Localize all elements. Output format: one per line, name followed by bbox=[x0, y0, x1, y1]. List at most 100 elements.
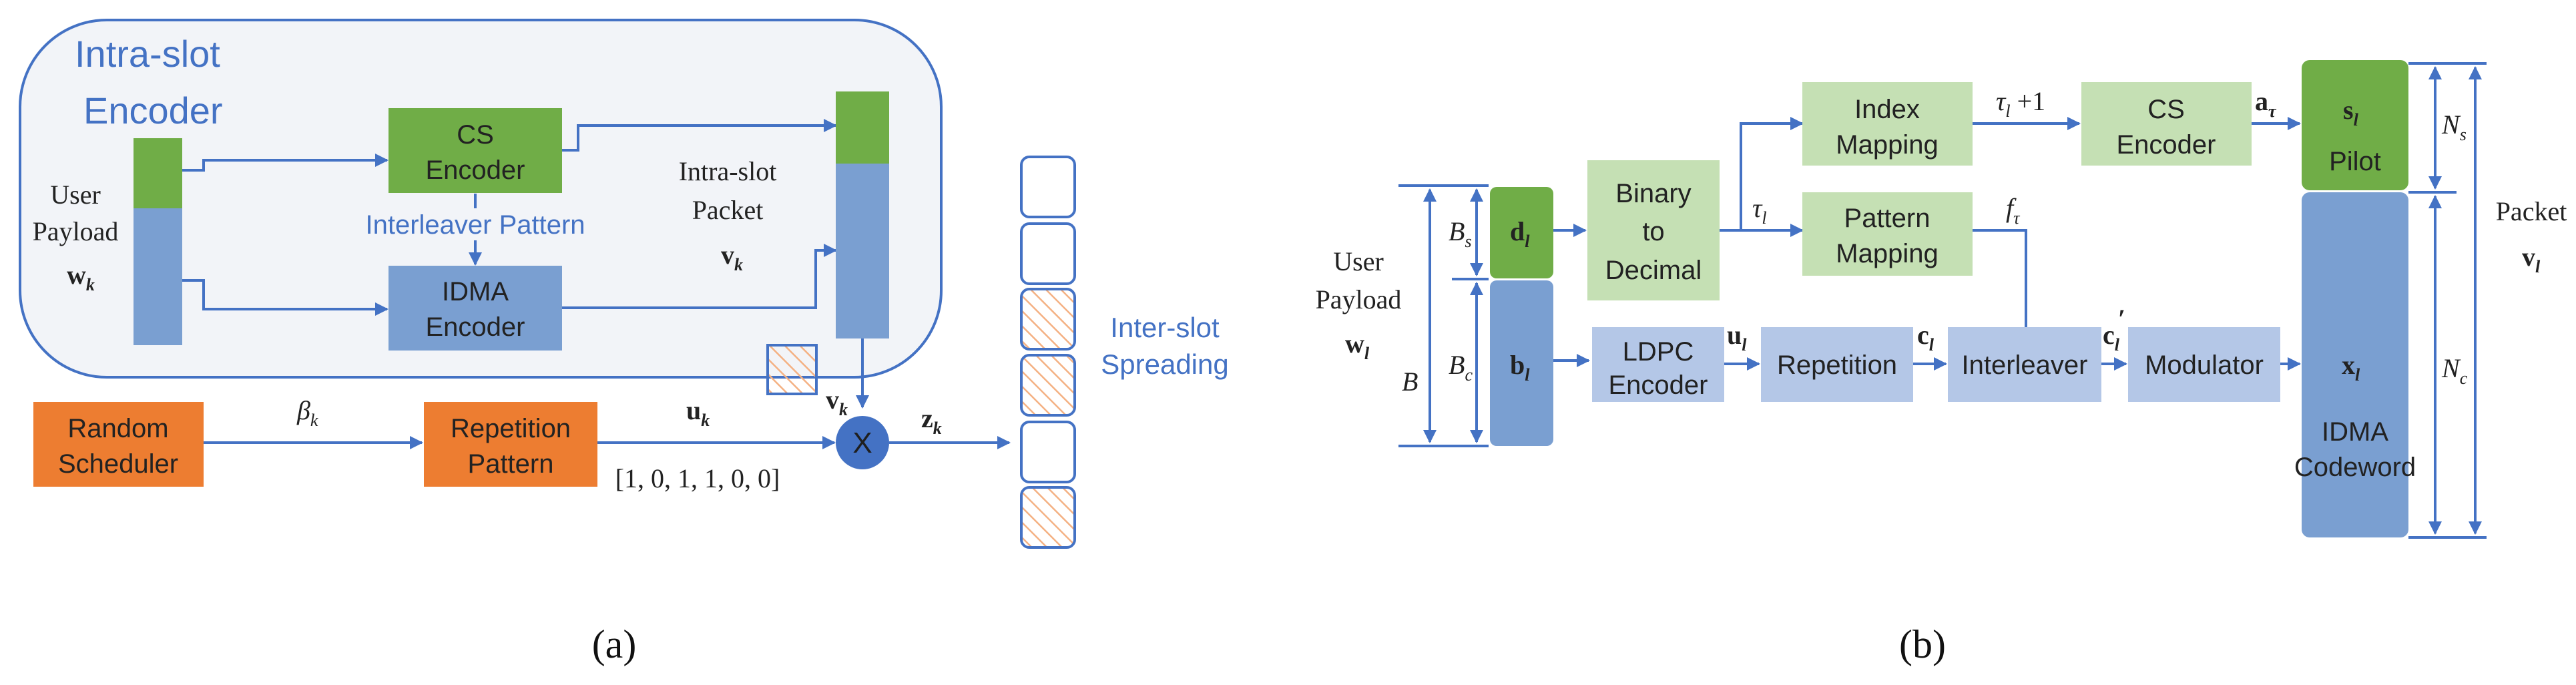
b-symbol: bl bbox=[1510, 350, 1530, 385]
u-symbol: uk bbox=[686, 395, 710, 430]
pattern-to-interleaver-arrow bbox=[1973, 229, 2033, 345]
modulator-label: Modulator bbox=[2145, 351, 2264, 380]
inter-slot-spreading-label-line2: Spreading bbox=[1101, 349, 1228, 380]
pattern-mapping-label: Pattern bbox=[1844, 204, 1930, 233]
b-label: B bbox=[1402, 367, 1418, 397]
inter-slot-slot-3 bbox=[1020, 288, 1076, 351]
intra-slot-packet-body-block bbox=[836, 164, 889, 338]
beta-symbol: βk bbox=[296, 395, 318, 430]
repetition-pattern-label-line2: Pattern bbox=[468, 449, 554, 479]
binary-to-decimal-label: Binary bbox=[1615, 179, 1691, 208]
intra-slot-packet-label: Intra-slot bbox=[679, 156, 777, 186]
intra-slot-encoder-container bbox=[19, 19, 943, 379]
index-mapping-block bbox=[1802, 82, 1973, 166]
multiplier-symbol: X bbox=[852, 427, 872, 459]
cs-encoder-label: CS bbox=[457, 120, 494, 150]
ldpc-encoder-block bbox=[1592, 327, 1724, 402]
multiplier-node bbox=[836, 416, 889, 469]
user-payload-header-block bbox=[134, 138, 182, 208]
idma-encoder-label-line2: Encoder bbox=[426, 312, 525, 342]
random-scheduler-block bbox=[33, 402, 204, 487]
binary-to-decimal-label-line2: to bbox=[1642, 217, 1664, 246]
tau-plus-one: τl +1 bbox=[1996, 86, 2045, 121]
tau-symbol: τl bbox=[1752, 193, 1767, 228]
cs-to-packet-arrow bbox=[562, 119, 837, 152]
hatched-slot-marker bbox=[766, 344, 818, 395]
pilot-label: Pilot bbox=[2329, 147, 2381, 176]
nc-label: Nc bbox=[2441, 353, 2468, 388]
interleaver-pattern-label: Interleaver Pattern bbox=[365, 210, 585, 240]
random-scheduler-label: Random bbox=[67, 414, 168, 443]
cs-encoder-b-label-line2: Encoder bbox=[2117, 130, 2216, 160]
z-symbol: zk bbox=[921, 403, 942, 438]
inter-slot-slot-1 bbox=[1020, 156, 1076, 218]
idma-codeword-block bbox=[2302, 192, 2408, 537]
idma-to-packet-arrow bbox=[562, 244, 837, 309]
inter-slot-spreading-label: Inter-slot bbox=[1110, 312, 1220, 343]
user-payload-label: User bbox=[50, 180, 101, 210]
payload-to-idma-arrow bbox=[182, 279, 389, 316]
bs-label: Bs bbox=[1449, 216, 1472, 251]
idma-encoder-label: IDMA bbox=[442, 277, 509, 306]
binary-to-decimal-label-line3: Decimal bbox=[1605, 256, 1702, 285]
idma-codeword-label: IDMA bbox=[2322, 417, 2388, 447]
intra-slot-packet-label-line2: Packet bbox=[692, 195, 764, 225]
binary-to-index-arrow bbox=[1720, 117, 1804, 232]
inter-slot-slot-5 bbox=[1020, 421, 1076, 483]
idma-codeword-label-line2: Codeword bbox=[2294, 453, 2416, 482]
panel-b-caption: (b) bbox=[1899, 622, 1946, 666]
repetition-block bbox=[1761, 327, 1913, 402]
panel-b: User Payload wl B Bs Bc dl bl Binary to … bbox=[1316, 60, 2567, 666]
modulator-block bbox=[2128, 327, 2280, 402]
random-scheduler-label-line2: Scheduler bbox=[58, 449, 178, 479]
bc-label: Bc bbox=[1449, 350, 1473, 385]
inter-slot-slot-2 bbox=[1020, 222, 1076, 285]
s-symbol: sl bbox=[2343, 95, 2359, 130]
packet-symbol: vl bbox=[2522, 242, 2541, 276]
cs-encoder-b-label: CS bbox=[2147, 95, 2185, 124]
u-symbol-b: ul bbox=[1727, 320, 1747, 355]
binary-to-decimal-block bbox=[1587, 160, 1720, 300]
index-mapping-label-line2: Mapping bbox=[1836, 130, 1938, 160]
a-symbol: aτ bbox=[2255, 86, 2277, 121]
repetition-pattern-label: Repetition bbox=[451, 414, 571, 443]
user-payload-label-b: User bbox=[1333, 246, 1384, 276]
b-block bbox=[1490, 280, 1553, 446]
cs-encoder-block-b bbox=[2081, 82, 2252, 166]
inter-slot-slot-4 bbox=[1020, 354, 1076, 417]
cs-encoder-block bbox=[389, 108, 562, 193]
ldpc-encoder-label-line2: Encoder bbox=[1609, 371, 1708, 400]
packet-label: Packet bbox=[2496, 196, 2567, 226]
repetition-label: Repetition bbox=[1777, 351, 1897, 380]
repetition-pattern-block bbox=[424, 402, 597, 487]
pilot-block bbox=[2302, 60, 2408, 190]
pattern-mapping-label-line2: Mapping bbox=[1836, 239, 1938, 268]
user-payload-body-block bbox=[134, 208, 182, 345]
intra-slot-packet-symbol: vk bbox=[721, 240, 743, 274]
payload-to-cs-arrow bbox=[182, 154, 389, 172]
interleaver-block bbox=[1948, 327, 2101, 402]
f-symbol: fτ bbox=[2006, 193, 2021, 228]
intra-slot-packet-header-block bbox=[836, 91, 889, 164]
d-symbol: dl bbox=[1510, 216, 1530, 251]
pattern-mapping-block bbox=[1802, 192, 1973, 276]
intra-slot-encoder-title-line2: Encoder bbox=[83, 89, 223, 132]
ldpc-encoder-label: LDPC bbox=[1623, 337, 1694, 367]
repetition-pattern-vector: [1, 0, 1, 1, 0, 0] bbox=[615, 463, 780, 493]
d-block bbox=[1490, 187, 1553, 278]
c-symbol: cl bbox=[1917, 320, 1935, 355]
user-payload-label-line2: Payload bbox=[33, 216, 119, 246]
panel-a: Intra-slot Encoder User Payload wk CS En… bbox=[19, 19, 1229, 666]
v-below-symbol: vk bbox=[826, 385, 848, 419]
panel-a-caption: (a) bbox=[592, 622, 637, 666]
cs-encoder-label-line2: Encoder bbox=[426, 156, 525, 185]
intra-slot-encoder-title: Intra-slot bbox=[75, 33, 220, 75]
w-symbol: wl bbox=[1345, 328, 1370, 363]
user-payload-label-b-line2: Payload bbox=[1316, 284, 1402, 314]
interleaver-label: Interleaver bbox=[1962, 351, 2088, 380]
index-mapping-label: Index bbox=[1854, 95, 1920, 124]
user-payload-symbol: wk bbox=[67, 260, 95, 294]
inter-slot-slot-6 bbox=[1020, 486, 1076, 549]
idma-encoder-block bbox=[389, 266, 562, 351]
